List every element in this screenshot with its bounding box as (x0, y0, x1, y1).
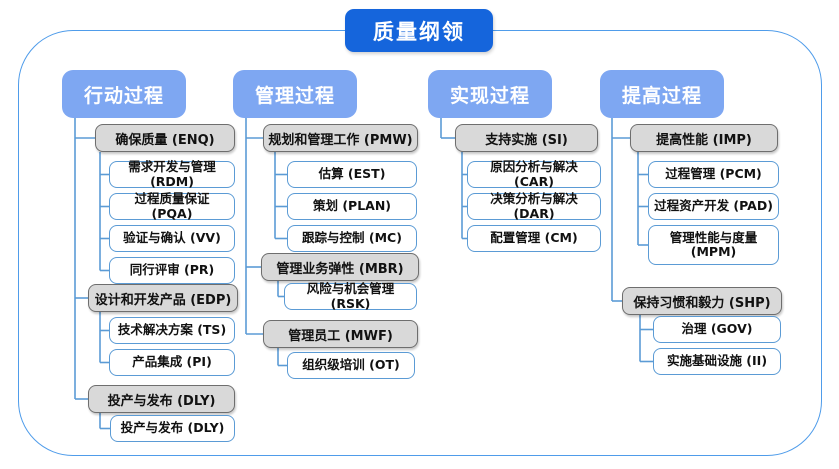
group-mwf: 管理员工 (MWF) (263, 320, 418, 348)
leaf-pcm: 过程管理 (PCM) (648, 161, 779, 188)
column-header-implementation: 实现过程 (428, 70, 552, 118)
group-mbr: 管理业务弹性 (MBR) (261, 253, 419, 281)
group-shp: 保持习惯和毅力 (SHP) (622, 287, 782, 315)
leaf-ii: 实施基础设施 (II) (653, 348, 781, 375)
leaf-pad: 过程资产开发 (PAD) (648, 193, 779, 220)
page-title: 质量纲领 (345, 9, 493, 52)
group-pmw: 规划和管理工作 (PMW) (263, 124, 418, 152)
leaf-pi: 产品集成 (PI) (109, 349, 235, 376)
group-enq: 确保质量 (ENQ) (95, 124, 235, 152)
leaf-ts: 技术解决方案 (TS) (109, 317, 235, 344)
leaf-est: 估算 (EST) (287, 161, 417, 188)
leaf-vv: 验证与确认 (VV) (109, 225, 235, 252)
leaf-car: 原因分析与解决 (CAR) (467, 159, 601, 188)
leaf-plan: 策划 (PLAN) (287, 193, 417, 220)
leaf-mpm: 管理性能与度量 (MPM) (648, 225, 779, 265)
leaf-pr: 同行评审 (PR) (109, 257, 235, 284)
column-header-improvement: 提高过程 (600, 70, 724, 118)
leaf-cm: 配置管理 (CM) (467, 225, 601, 252)
column-header-action: 行动过程 (62, 70, 186, 118)
leaf-dar: 决策分析与解决 (DAR) (467, 191, 601, 220)
column-header-management: 管理过程 (233, 70, 357, 118)
leaf-mc: 跟踪与控制 (MC) (287, 225, 417, 252)
group-imp: 提高性能 (IMP) (630, 124, 778, 152)
leaf-dly: 投产与发布 (DLY) (110, 415, 235, 442)
group-edp: 设计和开发产品 (EDP) (88, 284, 238, 312)
leaf-pqa: 过程质量保证 (PQA) (109, 191, 235, 220)
leaf-ot: 组织级培训 (OT) (287, 352, 415, 379)
leaf-rsk: 风险与机会管理 (RSK) (284, 281, 417, 310)
group-si: 支持实施 (SI) (455, 124, 598, 152)
leaf-rdm: 需求开发与管理 (RDM) (109, 159, 235, 188)
group-dly: 投产与发布 (DLY) (88, 385, 235, 413)
leaf-gov: 治理 (GOV) (653, 316, 781, 343)
